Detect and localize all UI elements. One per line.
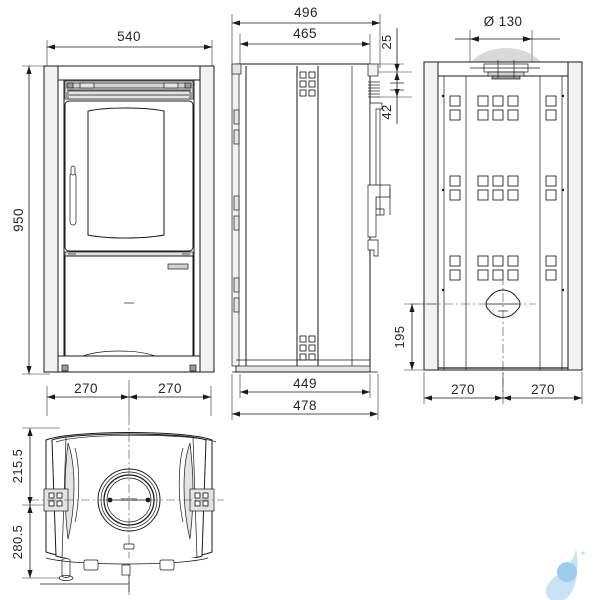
dim-label-496: 496 xyxy=(294,5,318,20)
dim-top-rear-offset xyxy=(27,505,33,578)
dim-top-offsets: 25 42 xyxy=(378,28,412,124)
dim-side-depth-body xyxy=(240,41,370,47)
dim-label-front-height: 950 xyxy=(11,208,26,232)
dim-label-top-270-right: 270 xyxy=(158,381,182,396)
dim-label-215-5: 215.5 xyxy=(10,449,25,484)
dim-top-half-right xyxy=(129,394,211,400)
watermark-logo xyxy=(545,548,585,600)
dim-label-front-width: 540 xyxy=(117,29,141,44)
dim-label-flue-diameter: Ø 130 xyxy=(484,14,523,29)
dim-label-195: 195 xyxy=(392,326,407,349)
dim-flue-height xyxy=(409,304,415,370)
dim-label-280-5: 280.5 xyxy=(10,525,25,560)
dim-label-478: 478 xyxy=(293,398,317,413)
dim-top-front-offset xyxy=(27,428,33,505)
dim-label-449: 449 xyxy=(293,376,317,391)
dim-label-465: 465 xyxy=(293,26,317,41)
rear-vent-group-middle xyxy=(449,175,557,201)
dim-label-top-270-left: 270 xyxy=(74,381,98,396)
dim-top-half-left xyxy=(47,394,129,400)
dim-rear-half-right xyxy=(503,395,582,401)
dim-rear-half-left xyxy=(424,395,503,401)
dim-flue-diameter xyxy=(455,36,560,42)
dim-42 xyxy=(394,72,400,124)
rear-vent-group-bottom xyxy=(449,255,557,281)
dim-25 xyxy=(394,28,400,72)
rear-vent-group-top xyxy=(449,95,557,121)
rear-view: Ø 130 xyxy=(392,14,583,404)
side-vent-top xyxy=(299,71,316,97)
dim-label-rear-270-right: 270 xyxy=(531,382,555,397)
dim-label-rear-270-left: 270 xyxy=(451,382,475,397)
dim-label-42: 42 xyxy=(379,104,394,119)
front-view: 540 950 xyxy=(11,29,215,375)
rear-fins xyxy=(368,81,380,98)
top-view: 270 270 215.5 280.5 xyxy=(10,380,224,596)
side-view: 496 465 449 478 xyxy=(231,5,391,420)
dim-label-25: 25 xyxy=(379,34,394,49)
dim-side-depth-outer xyxy=(232,20,380,26)
dim-base-depth-outer xyxy=(232,411,378,417)
dim-base-depth xyxy=(240,389,370,395)
dim-front-width xyxy=(47,44,212,50)
flue-collar xyxy=(470,60,540,80)
dim-front-height xyxy=(26,66,32,374)
